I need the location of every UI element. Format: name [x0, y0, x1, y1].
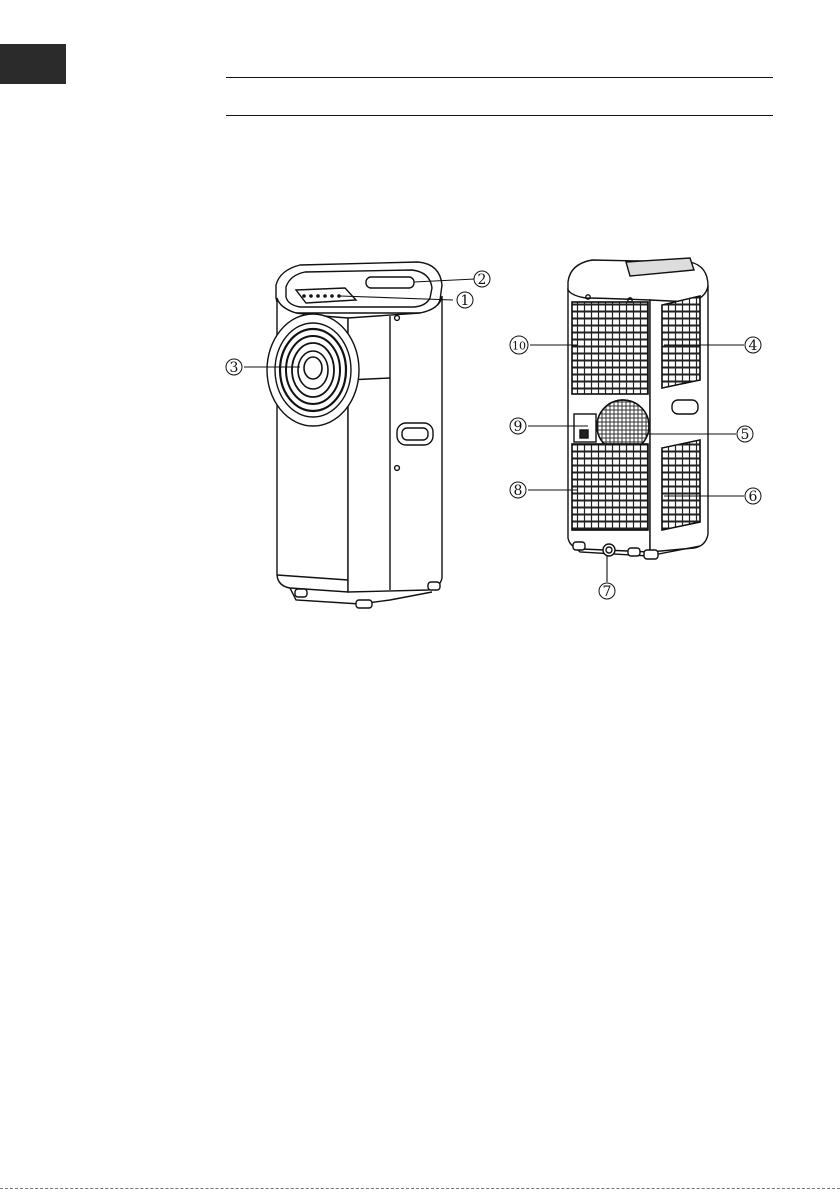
svg-text:1: 1: [461, 293, 470, 309]
svg-text:2: 2: [478, 272, 487, 288]
svg-text:5: 5: [741, 427, 750, 443]
callout-8: 8: [510, 482, 526, 499]
callout-5: 5: [737, 426, 753, 443]
callout-6: 6: [745, 488, 761, 505]
svg-text:3: 3: [230, 360, 239, 376]
svg-text:8: 8: [514, 483, 523, 499]
callout-10: 10: [510, 336, 528, 354]
callout-4: 4: [745, 337, 761, 354]
callout-2: 2: [474, 271, 490, 288]
svg-text:6: 6: [749, 489, 758, 505]
svg-text:4: 4: [749, 338, 758, 354]
page-bottom-edge: [0, 1188, 840, 1189]
callout-7: 7: [599, 583, 615, 600]
svg-text:10: 10: [512, 340, 526, 353]
front-view: [267, 262, 442, 608]
callout-3: 3: [226, 359, 242, 376]
callout-1: 1: [457, 292, 473, 309]
back-view: [568, 258, 708, 559]
callout-9: 9: [510, 418, 526, 435]
svg-text:7: 7: [603, 584, 612, 600]
svg-text:9: 9: [514, 419, 523, 435]
